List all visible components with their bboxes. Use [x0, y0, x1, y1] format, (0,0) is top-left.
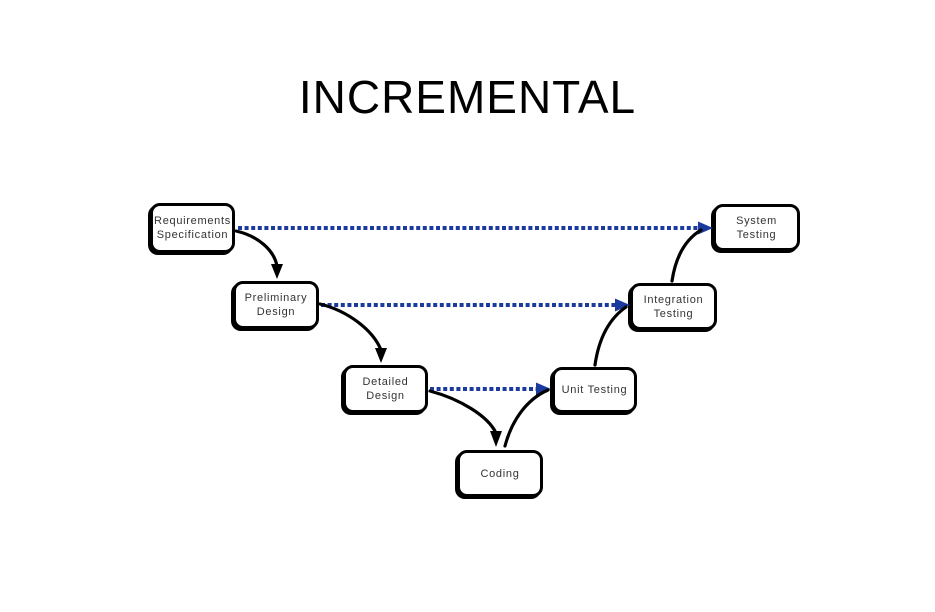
- node-label-line: Unit Testing: [561, 384, 628, 396]
- curve-connector-unit-integration: [593, 305, 628, 367]
- node-label-line: Requirements: [154, 215, 231, 227]
- node-detailed-design: Detailed Design: [343, 365, 428, 413]
- node-label-line: Detailed: [362, 376, 409, 388]
- node-label-line: Specification: [156, 229, 229, 241]
- arrowhead-right-icon: [698, 221, 713, 235]
- node-label-line: Testing: [653, 307, 694, 320]
- node-label-line: Design: [366, 390, 405, 402]
- node-system-testing: System Testing: [713, 204, 800, 251]
- curve-connector-preliminary-detailed: [318, 302, 383, 352]
- node-unit-testing: Unit Testing: [552, 367, 637, 413]
- node-label-line: Coding: [480, 467, 520, 480]
- node-integration-testing: Integration Testing: [630, 283, 717, 330]
- arrowhead-right-icon: [615, 298, 630, 312]
- arrowhead-right-icon: [536, 382, 551, 396]
- curve-connector-requirements-preliminary: [234, 229, 279, 268]
- node-label-line: System: [736, 214, 777, 227]
- slide-title: INCREMENTAL: [298, 71, 637, 123]
- arrowhead-down-icon: [375, 348, 387, 363]
- curve-connector-integration-system: [670, 228, 703, 283]
- node-coding: Coding: [457, 450, 543, 497]
- curve-connector-detailed-coding: [428, 389, 498, 435]
- curve-connector-coding-unit: [503, 388, 550, 448]
- arrowhead-down-icon: [271, 264, 283, 279]
- arrowhead-down-icon: [490, 431, 502, 447]
- node-label-line: Integration: [643, 293, 704, 306]
- node-requirements-specification: Requirements Specification: [150, 203, 235, 253]
- node-label-line: Testing: [736, 228, 777, 241]
- node-label-line: Preliminary: [244, 292, 308, 304]
- node-preliminary-design: Preliminary Design: [233, 281, 319, 329]
- node-label-line: Design: [256, 306, 296, 318]
